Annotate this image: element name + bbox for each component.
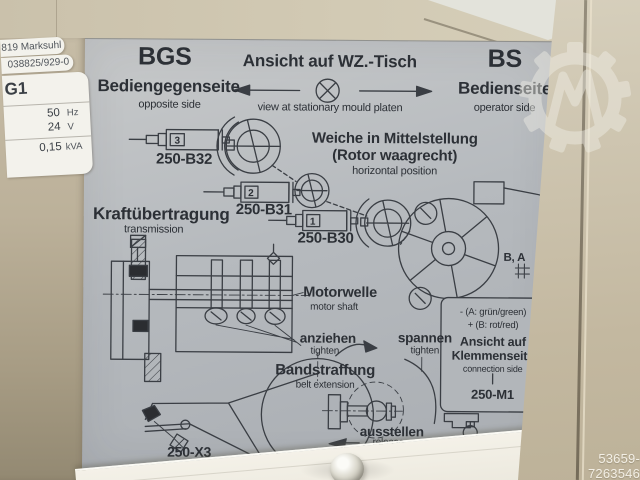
sensor-b30-label: 250-B30 — [297, 229, 354, 247]
view-title-de: Ansicht auf WZ.-Tisch — [242, 51, 417, 72]
plate-row-serial: 038825/929-0 — [0, 54, 74, 74]
sensor-1-number: 1 — [310, 217, 316, 228]
tighten-left-en: tighten — [310, 345, 340, 357]
plate-row-location: 819 Marksuhl — [0, 36, 65, 57]
transmission-label-de: Kraftübertragung — [92, 204, 230, 225]
machine-screw — [330, 453, 364, 480]
spec-frequency-unit: Hz — [66, 106, 79, 119]
sensor-3-number: 3 — [174, 136, 180, 147]
spec-voltage-value: 24 — [47, 120, 61, 134]
sensor-b32-label: 250-B32 — [156, 150, 213, 168]
watermark-number: 53659-7263546 — [587, 451, 640, 480]
housing-seam — [56, 0, 57, 40]
lever-mechanism-drawing — [141, 371, 321, 462]
spec-voltage-unit: V — [67, 121, 75, 133]
tighten-left-de: anziehen — [299, 330, 357, 346]
transmission-section-drawing — [102, 234, 309, 383]
spec-power-unit: kVA — [65, 140, 83, 153]
bgs-label-de: Bediengegenseite — [97, 76, 240, 97]
machine-name-plate: 819 Marksuhl 038825/929-0 G1 50 Hz 24 V … — [0, 35, 97, 180]
plate-tag: G1 — [4, 78, 28, 99]
bgs-code: BGS — [137, 42, 192, 71]
plate-serial-text: 038825/929-0 — [7, 56, 70, 71]
machine-top-housing — [0, 0, 640, 60]
sensor-b31-drawing — [203, 181, 301, 204]
transmission-label-en: transmission — [123, 223, 184, 236]
connection-side-de2: Klemmenseite — [451, 348, 535, 364]
motor-shaft-en: motor shaft — [310, 301, 358, 313]
spec-frequency-value: 50 — [46, 106, 61, 120]
wire-b-label: + (B: rot/red) — [467, 319, 519, 332]
belt-tension-drawing — [260, 352, 437, 472]
rotor-position-a-drawing — [216, 116, 281, 176]
wire-a-label: - (A: grün/green) — [459, 306, 527, 319]
instruction-sticker: 3 2 1 BGS Bediengegenseite opposite side… — [81, 38, 553, 473]
switch-position-de1: Weiche in Mittelstellung — [311, 129, 478, 148]
left-arrow-icon — [233, 84, 301, 96]
switch-position-en: horizontal position — [352, 164, 438, 178]
rotor-position-c-drawing — [355, 198, 412, 248]
view-direction-symbol-icon — [315, 78, 340, 103]
bgs-label-en: opposite side — [138, 98, 201, 111]
technical-diagram: 3 2 1 — [102, 78, 551, 472]
belt-extension-en: belt extension — [295, 379, 355, 391]
terminal-symbol-icon — [514, 263, 530, 279]
gear-watermark-icon — [518, 42, 632, 153]
motor-shaft-de: Motorwelle — [303, 284, 378, 302]
belt-extension-de: Bandstraffung — [275, 361, 376, 380]
plate-location-text: 819 Marksuhl — [1, 39, 62, 54]
sensor-2-number: 2 — [248, 188, 254, 199]
right-arrow-icon — [358, 85, 433, 97]
view-title-en: view at stationary mould platen — [257, 101, 403, 115]
spec-power-value: 0,15 — [39, 140, 62, 155]
rotor-position-b-drawing — [294, 172, 330, 209]
plate-spec-table: G1 50 Hz 24 V 0,15 kVA — [1, 71, 94, 178]
sensor-b30-drawing — [268, 209, 359, 232]
tighten-arrow-icon — [335, 340, 378, 357]
switch-position-de2: (Rotor waagrecht) — [332, 146, 458, 165]
connection-side-de1: Ansicht auf — [459, 334, 526, 350]
